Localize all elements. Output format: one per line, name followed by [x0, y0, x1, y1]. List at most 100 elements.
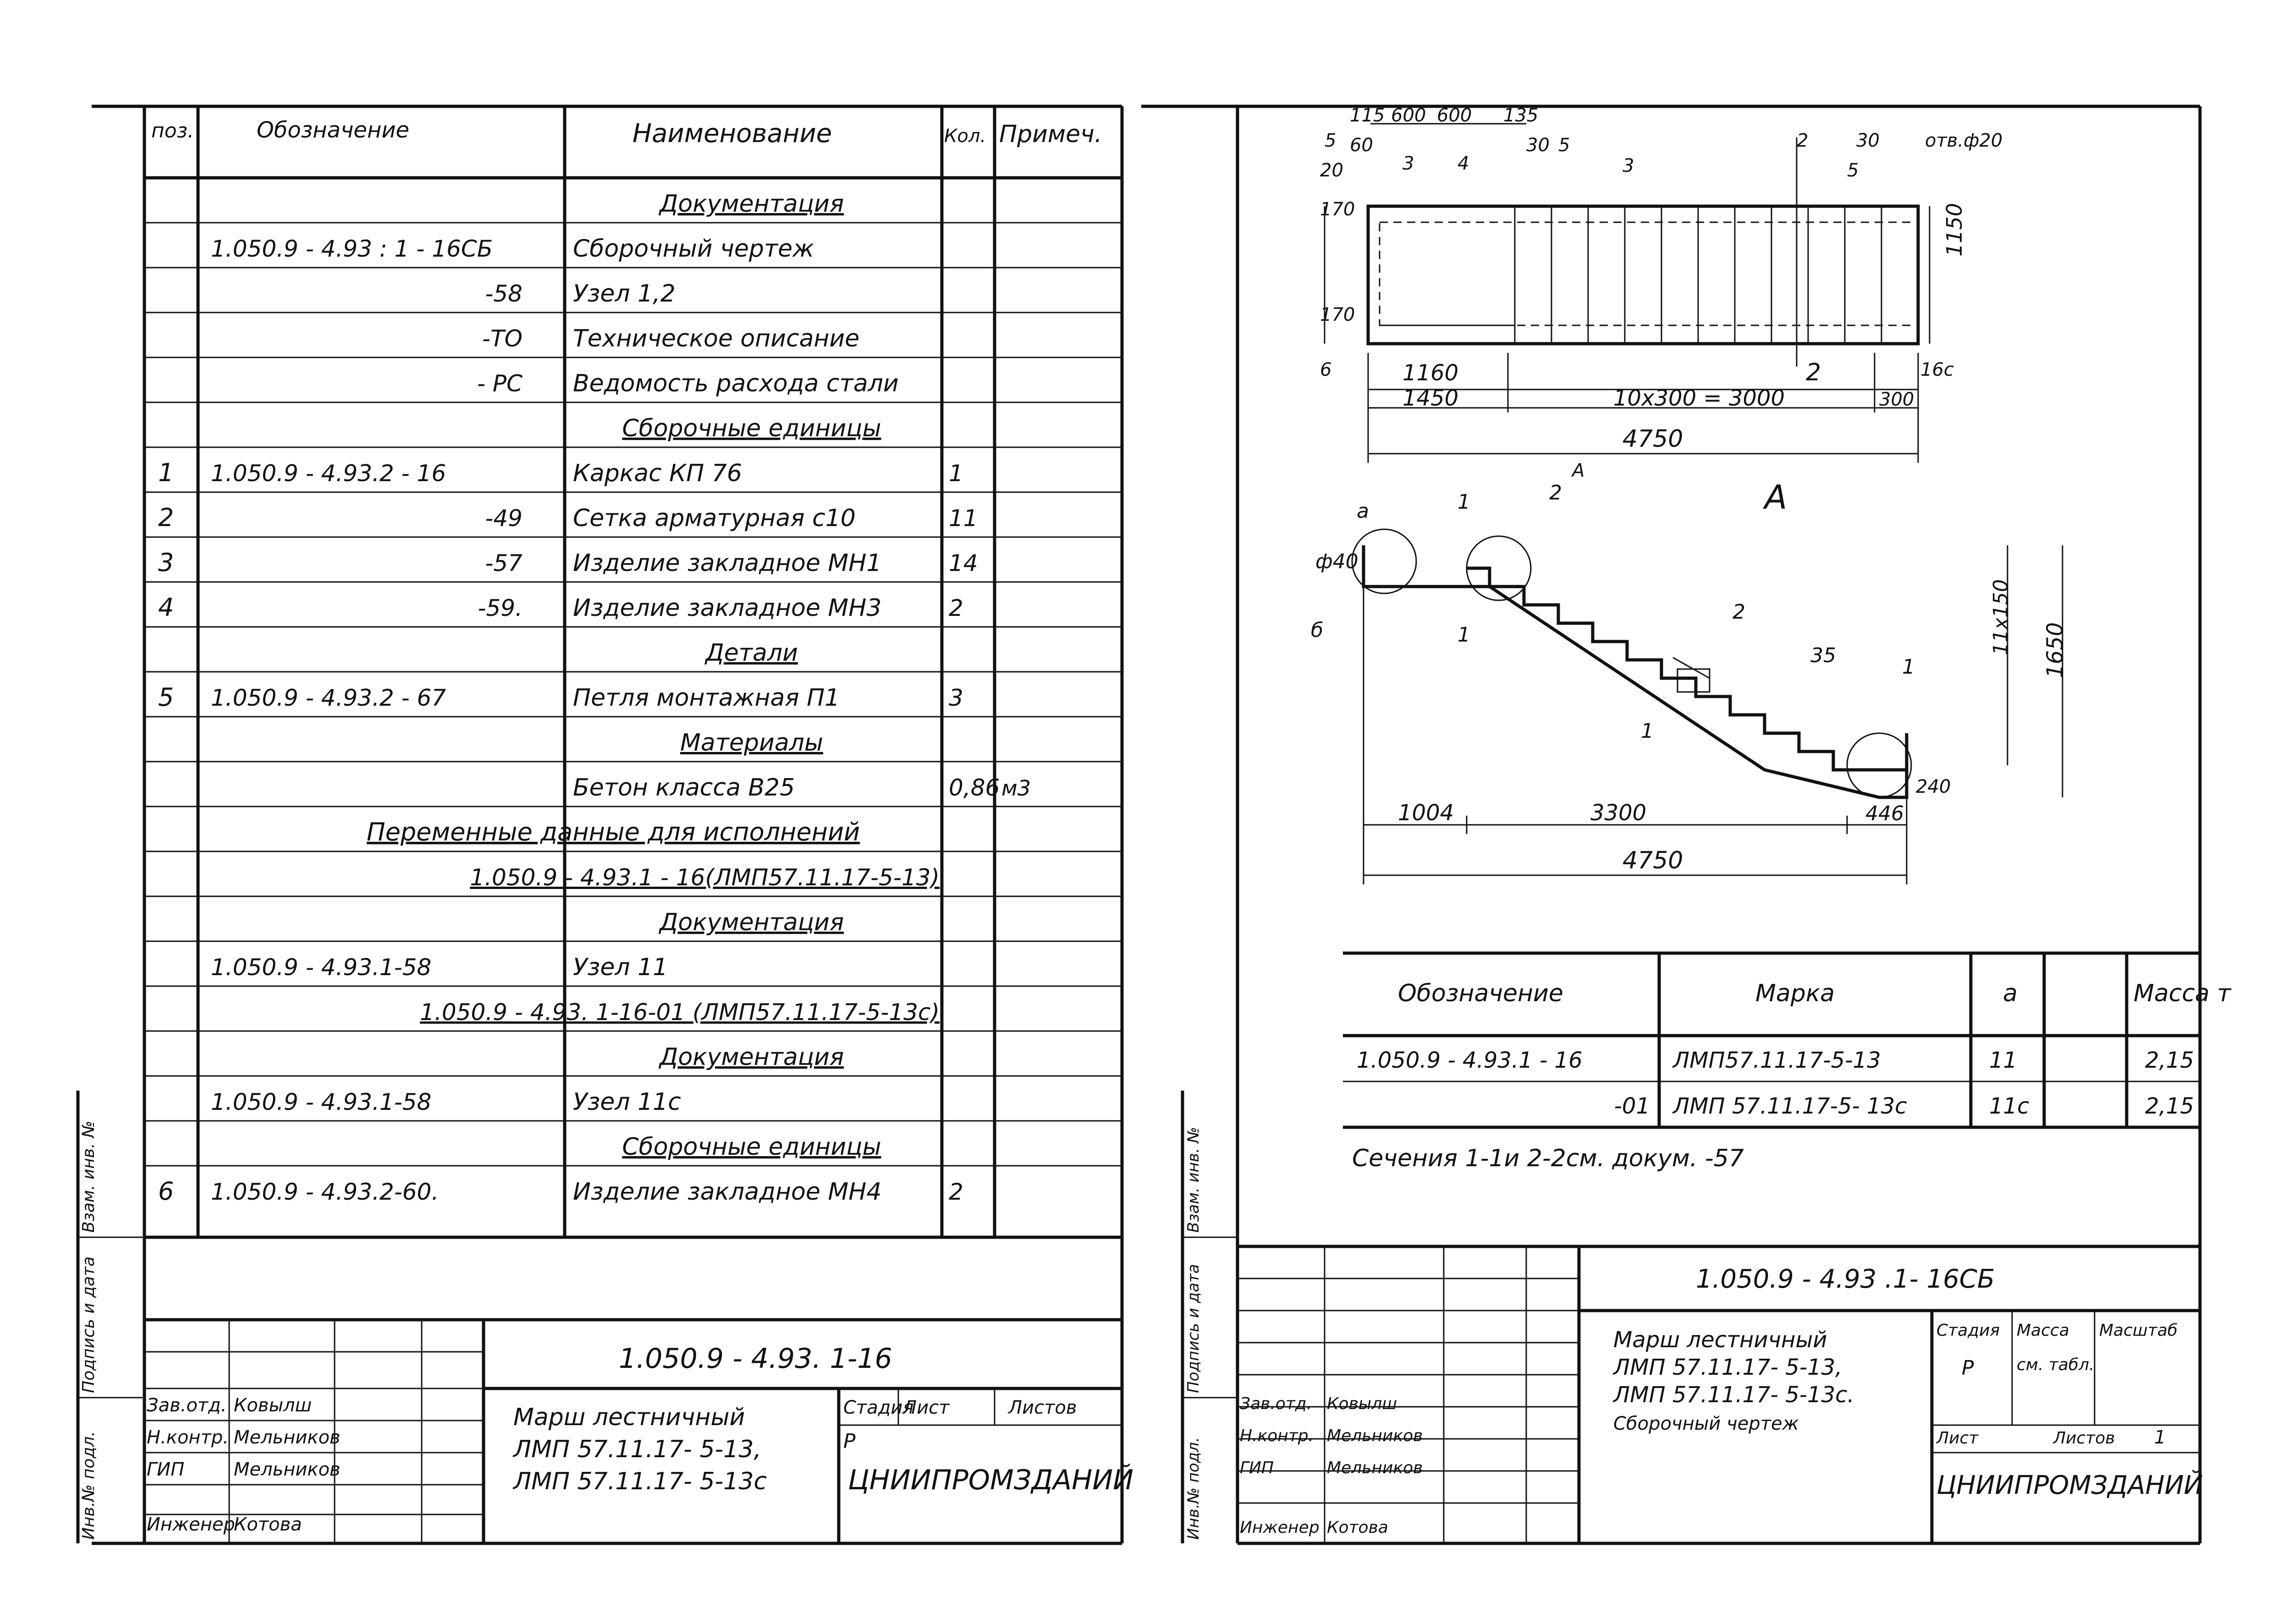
elevation-bottom-dim: 4750: [1622, 847, 1683, 874]
table-cell: 2,15: [2145, 1093, 2194, 1119]
row-qty: 11: [949, 505, 978, 532]
row-qty: 14: [949, 550, 978, 576]
section-heading: Документация: [659, 190, 844, 218]
row-name: Изделие закладное МН3: [573, 594, 881, 622]
left-side-label: Инв.№ подл.: [79, 1431, 98, 1540]
table-cell: 1.050.9 - 4.93.1 - 16: [1357, 1048, 1583, 1073]
row-designation: 1.050.9 - 4.93.1-58: [211, 1089, 431, 1115]
row-name: Каркас КП 76: [573, 460, 742, 487]
variant-designation: 1.050.9 - 4.93.1 - 16(ЛМП57.11.17-5-13): [470, 864, 940, 891]
row-qty: 2: [949, 1179, 963, 1205]
row-qty: 1: [949, 460, 963, 487]
right-mass-label: Масса: [2017, 1321, 2069, 1340]
right-doc-number: 1.050.9 - 4.93 .1- 16СБ: [1696, 1264, 1995, 1294]
left-person-role: Инженер: [147, 1514, 235, 1535]
right-person-role: Инженер: [1240, 1518, 1320, 1537]
plan-top-dim: 115: [1350, 105, 1385, 126]
left-side-label: Взам. инв. №: [79, 1121, 98, 1233]
row-name: Сетка арматурная с10: [573, 505, 856, 532]
right-side-label: Инв.№ подл.: [1184, 1437, 1203, 1540]
row-designation: 1.050.9 - 4.93.2 - 16: [211, 460, 446, 487]
section-heading: Сборочные единицы: [622, 415, 881, 442]
table-header: Марка: [1755, 980, 1835, 1007]
right-title-line: ЛМП 57.11.17- 5-13с.: [1612, 1382, 1854, 1408]
left-person-name: Мельников: [234, 1427, 341, 1448]
elevation-label: 2: [1549, 481, 1562, 505]
left-person-name: Мельников: [234, 1459, 341, 1480]
section-label-a: А: [1763, 478, 1787, 516]
table-cell: 2,15: [2145, 1048, 2194, 1073]
row-designation: -49: [485, 505, 522, 532]
plan-top-dim: 3: [1402, 153, 1414, 174]
plan-top-dim: 60: [1350, 135, 1373, 156]
elevation-height-dim: 240: [1916, 776, 1951, 797]
plan-view: [1324, 123, 1930, 463]
table-cell: ЛМП57.11.17-5-13: [1672, 1048, 1881, 1073]
right-title-line: Марш лестничный: [1613, 1327, 1827, 1353]
section-heading: Детали: [704, 639, 798, 667]
left-person-role: ГИП: [147, 1459, 184, 1480]
row-pos: 2: [158, 503, 174, 532]
elevation-label: б: [1311, 619, 1323, 642]
row-pos: 6: [158, 1177, 174, 1206]
row-designation: 1.050.9 - 4.93.2 - 67: [211, 685, 446, 711]
row-designation: -ТО: [482, 325, 522, 352]
row-name: Ведомость расхода стали: [573, 370, 899, 397]
right-sheet-label: Лист: [1936, 1429, 1979, 1448]
right-title-line: ЛМП 57.11.17- 5-13,: [1612, 1355, 1842, 1380]
variant-designation: 1.050.9 - 4.93. 1-16-01 (ЛМП57.11.17-5-1…: [420, 999, 940, 1026]
elevation-label: 1: [1458, 490, 1470, 514]
row-name: Петля монтажная П1: [573, 684, 840, 712]
elevation-label: 1: [1458, 623, 1470, 647]
plan-top-dim: 30: [1856, 130, 1880, 151]
row-designation: -59.: [478, 595, 522, 621]
left-person-name: Котова: [234, 1514, 302, 1535]
left-organization: ЦНИИПРОМЗДАНИЙ: [848, 1464, 1133, 1496]
right-person-name: Котова: [1327, 1518, 1388, 1537]
plan-top-dim: 5: [1558, 135, 1570, 156]
table-cell: 11: [1989, 1048, 2017, 1073]
row-pos: 3: [158, 548, 174, 577]
right-person-role: Зав.отд.: [1240, 1394, 1312, 1413]
sections-note: Сечения 1-1и 2-2см. докум. -57: [1352, 1145, 1744, 1172]
plan-top-dim: 3: [1622, 155, 1634, 176]
right-side-label: Подпись и дата: [1184, 1264, 1203, 1393]
table-cell: -01: [1614, 1093, 1650, 1119]
right-side-label: Взам. инв. №: [1184, 1127, 1203, 1233]
row-designation: -58: [485, 280, 522, 307]
elevation-right-dim: 1650: [2042, 622, 2068, 678]
right-scale-label: Масштаб: [2099, 1321, 2178, 1340]
plan-dim: 16с: [1920, 359, 1954, 380]
row-pos: 4: [158, 593, 174, 622]
left-sheet: [76, 104, 1124, 1545]
left-stage-value: Р: [843, 1430, 856, 1453]
plan-right-dim: 1150: [1942, 203, 1967, 257]
right-sheets-value: 1: [2154, 1427, 2166, 1448]
elevation-label: 2: [1732, 600, 1745, 624]
left-person-name: Ковылш: [234, 1395, 312, 1416]
row-qty: 3: [949, 685, 963, 711]
row-name: Узел 11: [573, 954, 668, 981]
row-name: Узел 1,2: [573, 280, 676, 307]
plan-dim: 4750: [1622, 425, 1683, 453]
variable-data-heading: Переменные данные для исполнений: [367, 817, 860, 846]
right-organization: ЦНИИПРОМЗДАНИЙ: [1936, 1470, 2203, 1500]
row-designation: -57: [485, 550, 522, 576]
row-qty: 2: [949, 595, 963, 621]
table-cell: ЛМП 57.11.17-5- 13с: [1672, 1093, 1907, 1119]
header-name: Наименование: [632, 119, 832, 148]
section-mark: 2: [1806, 359, 1821, 386]
row-name: Сборочный чертеж: [573, 235, 814, 263]
plan-top-dim: 30: [1526, 135, 1550, 156]
elevation-bottom-dim: 3300: [1590, 800, 1646, 826]
elevation-label: 35: [1810, 644, 1836, 667]
row-designation: - РС: [477, 370, 522, 397]
right-person-role: Н.контр.: [1240, 1426, 1314, 1445]
plan-top-dim: 5: [1325, 130, 1336, 151]
plan-top-dim: 135: [1503, 105, 1538, 126]
plan-dim: 10х300 = 3000: [1613, 385, 1785, 411]
left-person-role: Н.контр.: [147, 1427, 229, 1448]
row-designation: 1.050.9 - 4.93 : 1 - 16СБ: [211, 236, 493, 262]
elevation-bottom-dim: 1004: [1398, 800, 1454, 826]
